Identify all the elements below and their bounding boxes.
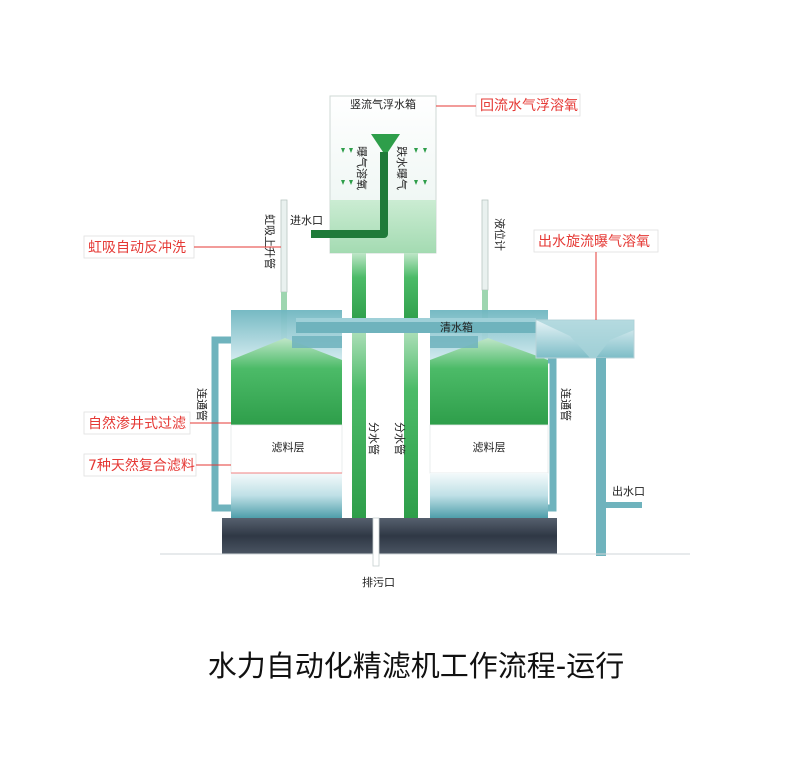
split-pipe-left-label: 分水管 (367, 422, 381, 455)
connecting-pipe-left (211, 336, 231, 512)
split-pipe-right (404, 320, 418, 518)
callout-seven-media: 7种天然复合滤料 (88, 457, 195, 474)
outlet-swirl-tank (535, 319, 642, 556)
clear-tank-label: 清水箱 (440, 320, 473, 334)
callout-outlet-swirl: 出水旋流曝气溶氧 (538, 234, 650, 250)
drop-aeration-label: 跌水曝气 (395, 146, 409, 190)
split-pipe-right-label: 分水管 (393, 422, 407, 455)
filter-layer-right-label: 滤料层 (473, 440, 506, 454)
base-foundation (222, 518, 557, 554)
callout-siphon-backwash: 虹吸自动反冲洗 (88, 240, 186, 256)
filter-layer-left-label: 滤料层 (272, 440, 305, 454)
funnel-icon (371, 134, 400, 152)
split-pipe-right-upper (404, 253, 418, 323)
outlet-label: 出水口 (612, 484, 645, 498)
page-title: 水力自动化精滤机工作流程-运行 (208, 649, 624, 683)
left-filter-tank (230, 310, 343, 518)
inlet-label: 进水口 (290, 214, 323, 227)
callout-natural-seepage: 自然渗井式过滤 (88, 415, 186, 432)
aeration-dissolve-label: 曝气溶氧 (355, 146, 369, 190)
callout-reflux: 回流水气浮溶氧 (480, 98, 578, 114)
vertical-tank-label: 竖流气浮水箱 (350, 97, 416, 111)
level-gauge-label: 液位计 (493, 218, 507, 251)
split-pipe-left (352, 320, 366, 518)
drain-pipe (372, 517, 380, 567)
split-pipe-left-upper (352, 253, 366, 323)
siphon-pipe-label: 虹吸上升管 (263, 214, 277, 269)
aeration-arrows (341, 148, 427, 185)
connecting-pipe-right (548, 356, 557, 512)
inlet-pipe (311, 152, 388, 238)
callout-leaders (190, 105, 597, 466)
connecting-pipe-right-label: 连通管 (559, 388, 573, 421)
drain-label: 排污口 (362, 575, 395, 589)
connecting-pipe-left-label: 连通管 (195, 388, 209, 421)
